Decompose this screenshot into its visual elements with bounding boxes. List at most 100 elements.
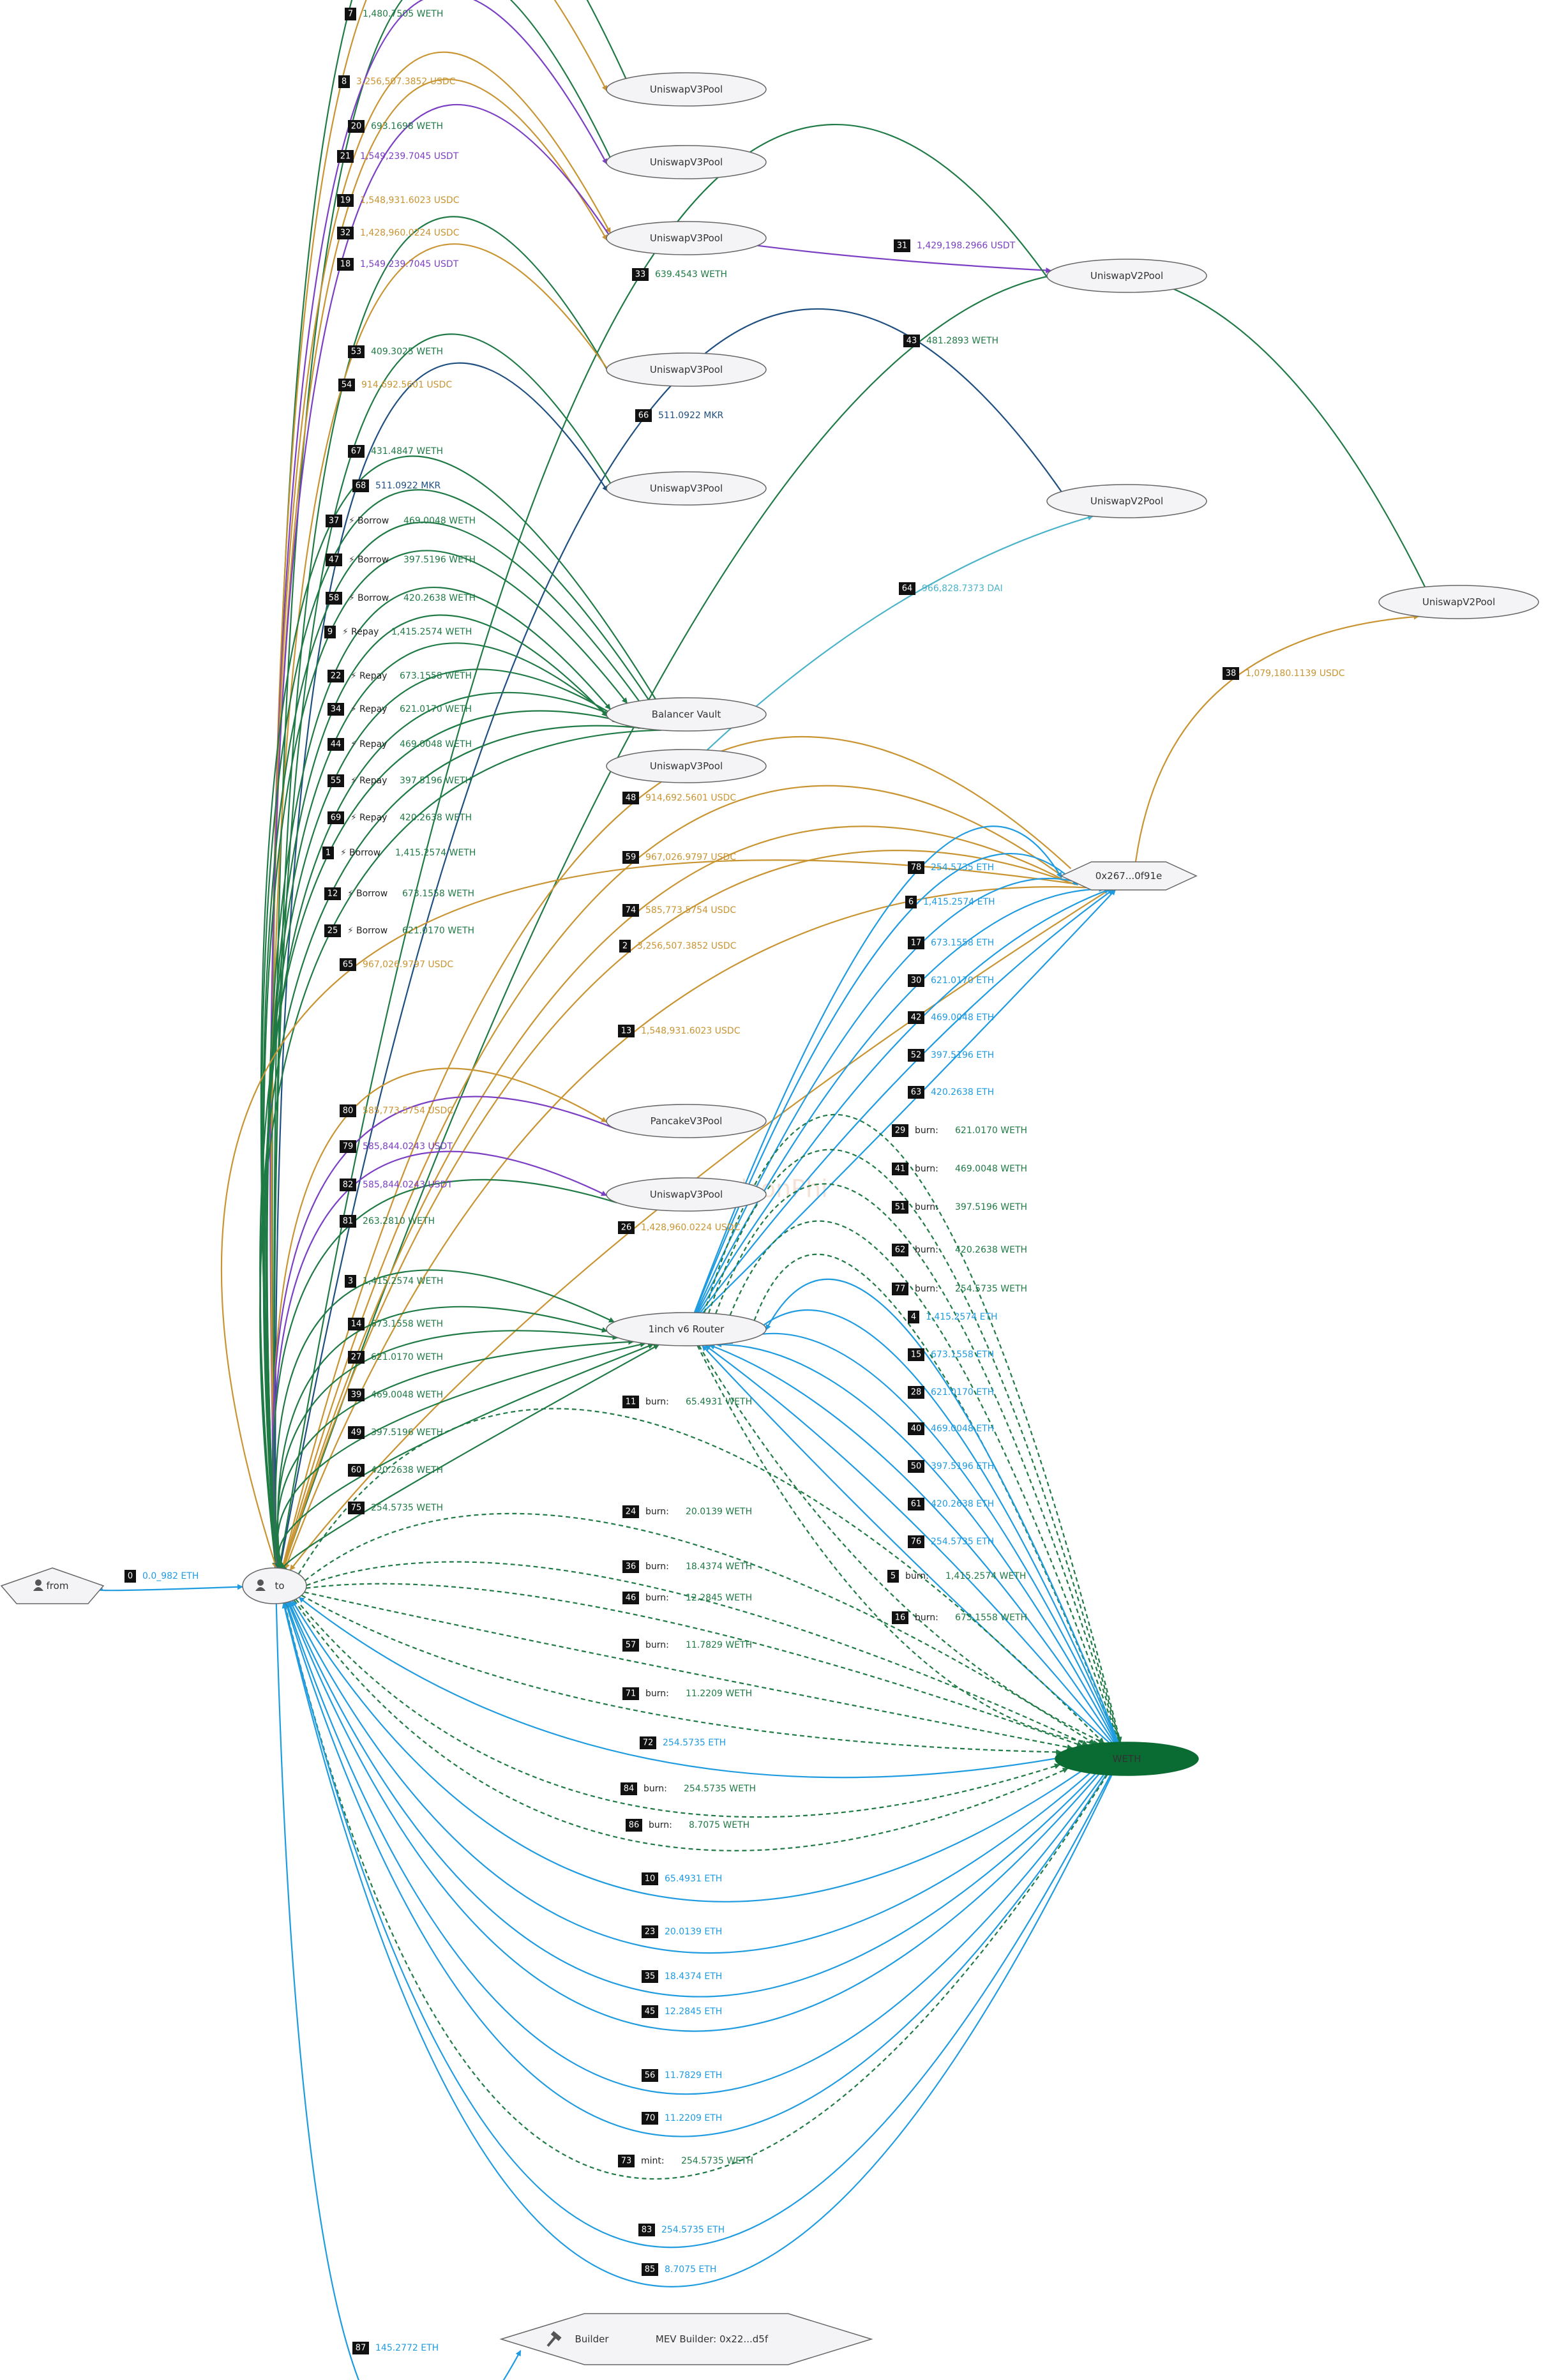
node-uv2_2[interactable]: UniswapV2Pool: [1046, 484, 1207, 518]
node-router[interactable]: 1inch v6 Router: [606, 1312, 767, 1346]
node-uv3_7[interactable]: UniswapV3Pool: [606, 1177, 767, 1212]
node-to[interactable]: to: [242, 1567, 307, 1604]
node-from[interactable]: from: [0, 1567, 105, 1604]
node-uv3_1[interactable]: UniswapV3Pool: [606, 72, 767, 107]
node-uv3_4[interactable]: UniswapV3Pool: [606, 352, 767, 387]
node-uv3_2[interactable]: UniswapV3Pool: [606, 145, 767, 179]
node-weth[interactable]: WETH: [1055, 1742, 1199, 1776]
node-uv3_3[interactable]: UniswapV3Pool: [606, 221, 767, 255]
node-uv2_3[interactable]: UniswapV2Pool: [1378, 585, 1539, 619]
node-uv3_6[interactable]: UniswapV3Pool: [606, 749, 767, 783]
node-vault[interactable]: Balancer Vault: [606, 697, 767, 732]
node-x267[interactable]: 0x267...0f91e: [1060, 861, 1198, 891]
node-pancake[interactable]: PancakeV3Pool: [606, 1104, 767, 1138]
node-uv3_5[interactable]: UniswapV3Pool: [606, 471, 767, 506]
node-uv2_1[interactable]: UniswapV2Pool: [1046, 259, 1207, 293]
